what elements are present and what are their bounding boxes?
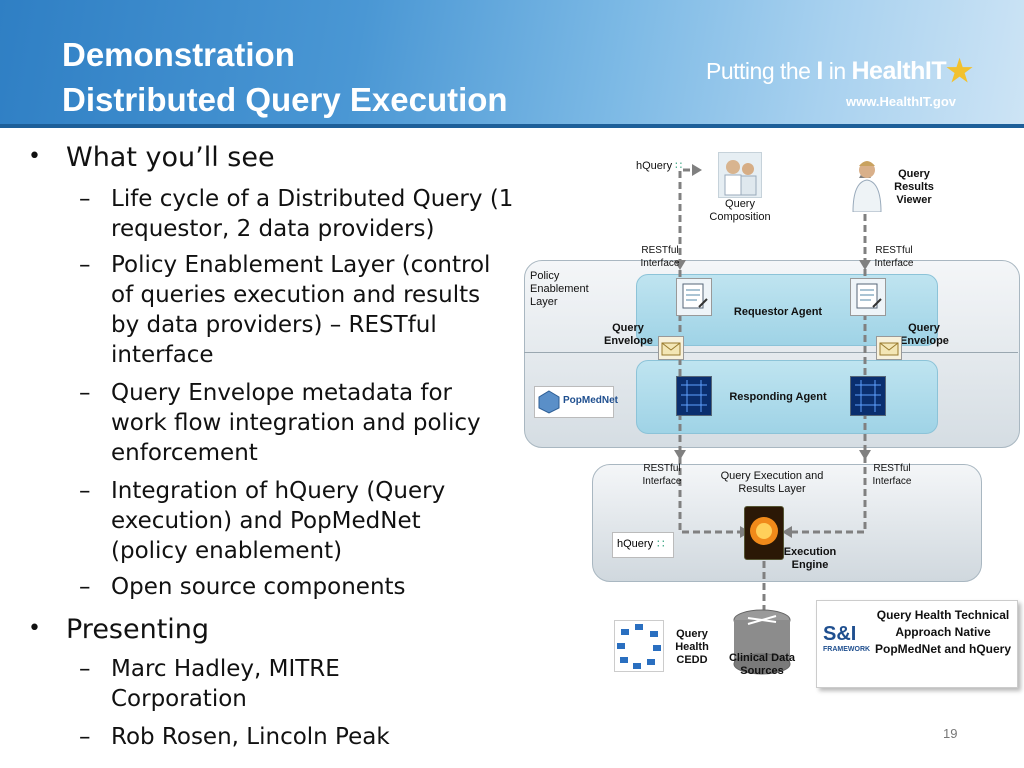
restful-interface-label: RESTful Interface bbox=[874, 245, 914, 269]
title-line-1: Demonstration bbox=[62, 36, 295, 73]
query-composition-label: Query Composition bbox=[709, 198, 771, 223]
sub-bullet: –Query Envelope metadata for work flow i… bbox=[79, 380, 481, 466]
query-results-viewer-label: Query Results Viewer bbox=[894, 168, 934, 206]
si-approach-box: S&I FRAMEWORK Query Health Technical App… bbox=[816, 600, 1018, 688]
execution-engine-label: Execution Engine bbox=[783, 546, 837, 571]
requestor-agent-label: Requestor Agent bbox=[733, 306, 823, 318]
approach-text: Query Health Technical Approach Native P… bbox=[874, 608, 1011, 656]
restful-interface-label: RESTful Interface bbox=[640, 245, 680, 269]
document-icon bbox=[676, 278, 712, 316]
architecture-diagram: Query Composition hQuery ∷ Query Results… bbox=[520, 140, 1024, 700]
server-circuit-icon bbox=[676, 376, 712, 416]
responding-agent-label: Responding Agent bbox=[729, 391, 827, 403]
si-framework-logo: S&I FRAMEWORK bbox=[823, 623, 871, 653]
query-execution-panel bbox=[592, 464, 982, 582]
bullet-level1: • Presenting bbox=[28, 614, 210, 645]
slide-title: Demonstration Distributed Query Executio… bbox=[62, 32, 508, 122]
title-line-2: Distributed Query Execution bbox=[62, 81, 508, 118]
clinical-data-sources-label: Clinical Data Sources bbox=[728, 652, 796, 677]
popmednet-logo: PopMedNet bbox=[534, 386, 618, 418]
restful-interface-label: RESTful Interface bbox=[642, 463, 682, 487]
sub-bullet: –Integration of hQuery (Query execution)… bbox=[79, 478, 446, 564]
database-router-icon bbox=[726, 606, 798, 678]
bullet-icon: • bbox=[28, 616, 41, 641]
star-icon: ★ bbox=[946, 55, 973, 88]
bullet-icon: • bbox=[28, 144, 41, 169]
header-divider bbox=[0, 124, 1024, 128]
page-number: 19 bbox=[943, 726, 958, 741]
policy-layer-label: Policy Enablement Layer bbox=[530, 270, 589, 308]
document-icon bbox=[850, 278, 886, 316]
envelope-icon bbox=[658, 336, 684, 360]
sub-bullet: –Marc Hadley, MITRE Corporation bbox=[79, 656, 340, 712]
sub-bullet: –Open source components bbox=[79, 574, 406, 600]
sub-bullet: –Rob Rosen, Lincoln Peak bbox=[79, 724, 390, 750]
healthit-logo: Putting the I in HealthIT★ www.HealthIT.… bbox=[706, 55, 973, 109]
query-health-cedd-label: Query Health CEDD bbox=[675, 628, 709, 666]
hquery-top-logo: hQuery ∷ bbox=[636, 160, 683, 172]
server-circuit-icon bbox=[850, 376, 886, 416]
query-envelope-label: Query Envelope bbox=[900, 322, 949, 347]
cedd-cycle-icon bbox=[614, 620, 664, 672]
query-exec-layer-label: Query Execution and Results Layer bbox=[720, 470, 824, 495]
viewer-person-icon bbox=[850, 158, 884, 213]
engine-icon bbox=[744, 506, 784, 560]
restful-interface-label: RESTful Interface bbox=[872, 463, 912, 487]
query-envelope-label: Query Envelope bbox=[604, 322, 653, 347]
doctors-photo bbox=[718, 152, 762, 198]
logo-url: www.HealthIT.gov bbox=[846, 94, 957, 109]
slide-header bbox=[0, 0, 1024, 128]
sub-bullet: –Policy Enablement Layer (control of que… bbox=[79, 252, 491, 368]
hquery-logo: hQuery ∷ bbox=[612, 532, 674, 558]
sub-bullet: –Life cycle of a Distributed Query (1 re… bbox=[79, 186, 514, 242]
envelope-icon bbox=[876, 336, 902, 360]
bullet-level1: • What you’ll see bbox=[28, 142, 275, 173]
